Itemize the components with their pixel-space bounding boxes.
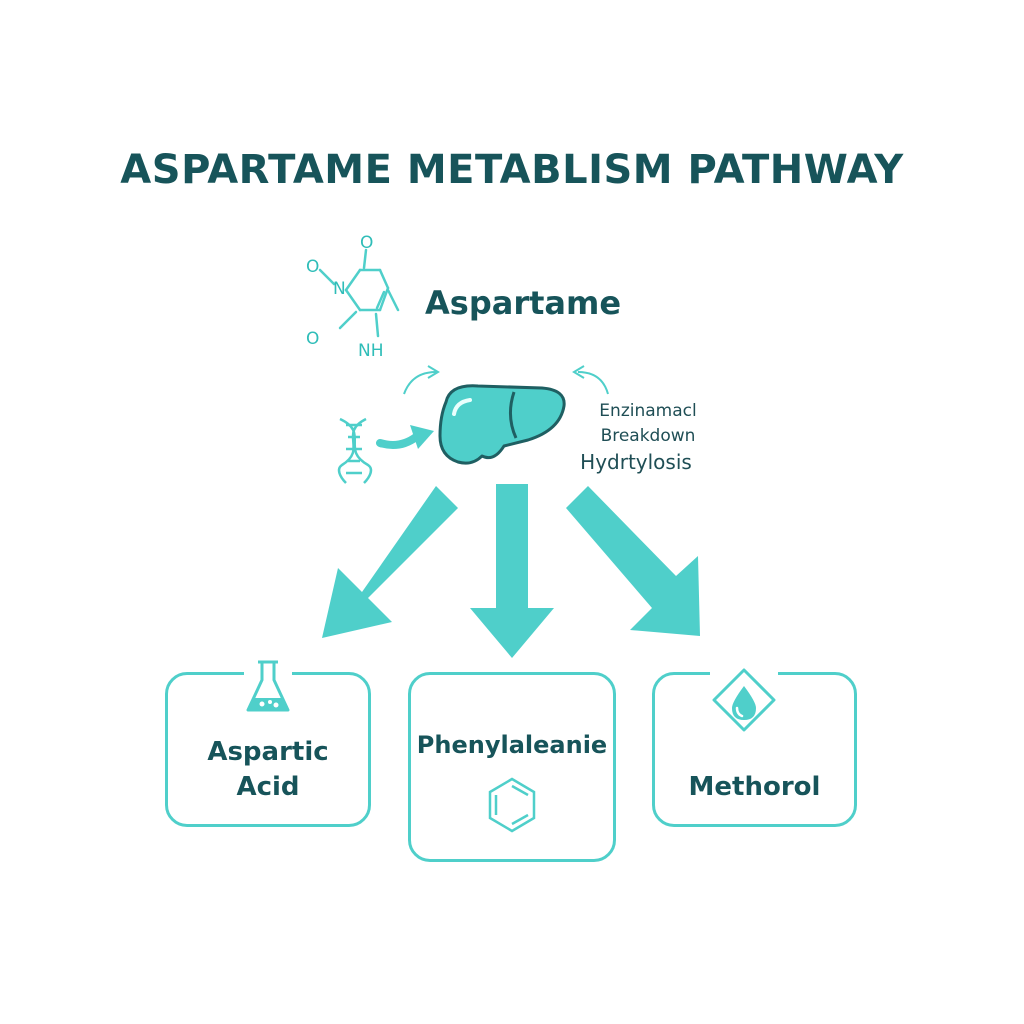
aspartame-label: Aspartame — [425, 284, 622, 322]
dna-icon — [337, 417, 373, 484]
liver-icon — [438, 384, 566, 465]
process-line-2: Breakdown — [600, 426, 696, 446]
atom-o-bottom: O — [306, 329, 319, 349]
product-label-line-1: Aspartic — [207, 737, 329, 767]
dna-to-liver-arrow — [376, 425, 434, 449]
product-box-aspartic-acid: Aspartic Acid — [165, 672, 371, 827]
atom-o-left: O — [306, 257, 319, 277]
cycle-arrow-left-icon — [403, 365, 440, 395]
benzene-ring-icon — [488, 777, 536, 833]
cycle-arrow-right-icon — [572, 365, 609, 395]
atom-nh: NH — [358, 341, 384, 361]
page-title: ASPARTAME METABLISM PATHWAY — [120, 147, 904, 193]
process-line-1: Enzinamacl — [599, 401, 697, 421]
atom-n: N — [333, 279, 346, 299]
product-label-line-2: Acid — [236, 772, 300, 802]
process-line-3: Hydrtylosis — [580, 450, 692, 474]
product-label: Methorol — [688, 772, 821, 802]
aspartame-molecule-icon: O O N O NH — [306, 233, 400, 361]
product-label: Phenylaleanie — [416, 731, 608, 759]
atom-o-top: O — [360, 233, 373, 253]
droplet-icon — [710, 668, 778, 740]
flask-icon — [244, 658, 292, 722]
